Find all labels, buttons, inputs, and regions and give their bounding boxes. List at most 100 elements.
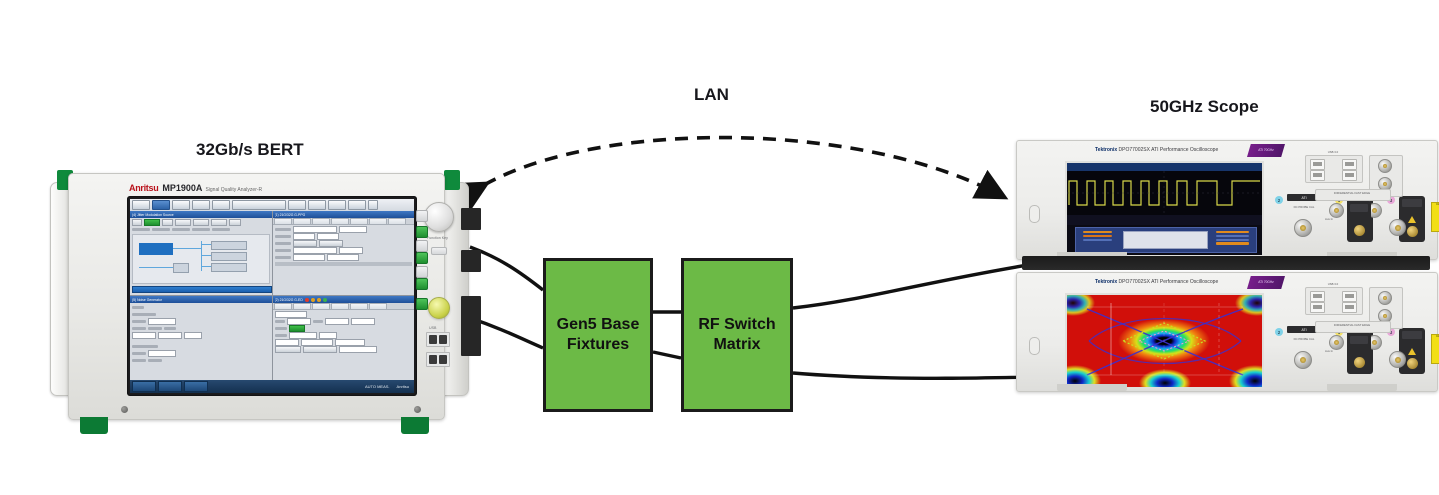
panel-ed-result[interactable]: (2) 21G/32G G-ED xyxy=(272,296,414,380)
module-led-green-3[interactable] xyxy=(416,278,428,290)
block-rf-switch-matrix[interactable]: RF Switch Matrix xyxy=(681,258,793,412)
diff-panel-label: DIFFERENTIAL FAST EDGE xyxy=(1333,323,1371,327)
instrument-scope-bottom[interactable]: Tektronix DPO77002SX ATI Performance Osc… xyxy=(1016,272,1439,392)
channel-badge-2[interactable]: 2 xyxy=(1275,196,1283,204)
module-slot-2[interactable] xyxy=(416,240,428,252)
aux-probe-connector[interactable] xyxy=(1347,333,1371,373)
field-button[interactable] xyxy=(162,219,173,226)
tab-capture[interactable] xyxy=(349,303,368,309)
field-button[interactable] xyxy=(211,219,227,226)
toolbar-button[interactable] xyxy=(172,200,190,210)
aux-io-panel[interactable] xyxy=(1369,287,1403,329)
help-button[interactable] xyxy=(368,200,378,210)
toolbar-button[interactable] xyxy=(288,200,306,210)
aux-bnc-connector[interactable] xyxy=(1389,219,1406,236)
ati-input-connector[interactable] xyxy=(1294,219,1312,237)
field-button[interactable] xyxy=(132,219,142,226)
toolbar-button[interactable] xyxy=(152,200,170,210)
probe-connector-ch3[interactable] xyxy=(1399,196,1425,242)
toolbar-button[interactable] xyxy=(348,200,366,210)
caution-label: CAUTION xyxy=(1431,334,1439,364)
tab-pattern[interactable] xyxy=(311,218,330,224)
rear-port-2 xyxy=(461,250,481,272)
gen5-line1: Gen5 Base xyxy=(556,316,640,334)
ati-caption: DC PROBE CAL xyxy=(1293,337,1315,341)
scope-top-power-button[interactable] xyxy=(1029,205,1040,223)
aux-bnc-connector[interactable] xyxy=(1389,351,1406,368)
bert-app-toolbar[interactable] xyxy=(130,199,414,212)
tab-emphasis[interactable] xyxy=(292,218,311,224)
ati-connector-label: ATI xyxy=(1287,326,1321,333)
tab-misc2[interactable] xyxy=(387,218,406,224)
waveform-trace xyxy=(1067,171,1262,215)
tab-result[interactable] xyxy=(273,303,292,309)
scope-bottom-badge: ATI 70GHz xyxy=(1247,276,1285,289)
toolbar-button[interactable] xyxy=(308,200,326,210)
tab-measurement[interactable] xyxy=(292,303,311,309)
field-button[interactable] xyxy=(193,219,209,226)
bert-screen[interactable]: (4) Jitter Modulation Source xyxy=(130,199,414,393)
toolbar-button[interactable] xyxy=(132,200,150,210)
scope-bottom-display[interactable] xyxy=(1065,293,1264,389)
scope-bottom-subtitle: ATI Performance Oscilloscope xyxy=(1151,279,1219,285)
status-button[interactable] xyxy=(132,381,156,392)
usb-panel-label: USB 3.0 xyxy=(1327,282,1339,286)
tab-misc1[interactable] xyxy=(368,218,387,224)
diff-panel-label: DIFFERENTIAL FAST EDGE xyxy=(1333,191,1371,195)
power-button[interactable] xyxy=(428,297,450,319)
status-button[interactable] xyxy=(158,381,182,392)
diagram-node-pll xyxy=(173,263,189,273)
status-button[interactable] xyxy=(184,381,208,392)
tab-input[interactable] xyxy=(330,303,349,309)
diagram-node-sub-rate-clock xyxy=(211,263,247,272)
field-button[interactable] xyxy=(229,219,241,226)
usb-port-pair-bottom[interactable] xyxy=(426,352,450,367)
status-chip-on xyxy=(144,219,160,226)
toolbar-button[interactable] xyxy=(328,200,346,210)
channel-badge-3[interactable]: 3 xyxy=(1387,328,1395,336)
tab-output[interactable] xyxy=(273,218,292,224)
panel-titlebar: (2) 21G/32G G-ED xyxy=(272,296,414,303)
rear-port-3 xyxy=(461,296,481,356)
instrument-scope-top[interactable]: Tektronix DPO77002SX ATI Performance Osc… xyxy=(1016,140,1439,260)
aux-probe-connector[interactable] xyxy=(1347,201,1371,241)
rotary-knob[interactable] xyxy=(424,202,454,232)
channel-badge-2[interactable]: 2 xyxy=(1275,328,1283,336)
scope-top-display[interactable] xyxy=(1065,161,1264,257)
usb-panel[interactable] xyxy=(1305,287,1363,315)
module-led-green-4[interactable] xyxy=(416,298,428,310)
panel-jitter-modulation-source[interactable]: (4) Jitter Modulation Source xyxy=(130,211,272,295)
status-led-amber xyxy=(310,297,315,302)
panel-tabs[interactable] xyxy=(272,218,414,225)
module-led-green-1[interactable] xyxy=(416,226,428,238)
module-led-green-2[interactable] xyxy=(416,252,428,264)
usb-port-pair-top[interactable] xyxy=(426,332,450,347)
application-selector-button[interactable] xyxy=(232,200,286,210)
tab-error-addition[interactable] xyxy=(330,218,349,224)
function-key-button[interactable] xyxy=(431,247,447,255)
field-button[interactable] xyxy=(175,219,191,226)
scope-bottom-branding: Tektronix DPO77002SX ATI Performance Osc… xyxy=(1095,279,1218,285)
toolbar-button[interactable] xyxy=(192,200,210,210)
module-slot-3[interactable] xyxy=(416,266,428,278)
block-gen5-base-fixtures[interactable]: Gen5 Base Fixtures xyxy=(543,258,653,412)
probe-connector-ch3[interactable] xyxy=(1399,328,1425,374)
tab-pattern[interactable] xyxy=(311,303,330,309)
panel-titlebar: (5) Noise Generator xyxy=(130,296,272,303)
diff-positive-connector[interactable] xyxy=(1329,335,1344,350)
usb-label: USB xyxy=(429,326,437,330)
tab-pre-code[interactable] xyxy=(349,218,368,224)
ati-input-connector[interactable] xyxy=(1294,351,1312,369)
usb-panel[interactable] xyxy=(1305,155,1363,183)
panel-noise-generator[interactable]: (5) Noise Generator xyxy=(130,296,272,380)
tab-misc[interactable] xyxy=(368,303,387,309)
panel-tabs[interactable] xyxy=(272,303,414,310)
diff-positive-connector[interactable] xyxy=(1329,203,1344,218)
display-setup-dialog[interactable] xyxy=(1075,227,1257,253)
toolbar-button[interactable] xyxy=(212,200,230,210)
channel-badge-3[interactable]: 3 xyxy=(1387,196,1395,204)
panel-ppg-output[interactable]: (1) 21G/32G G-PPG xyxy=(272,211,414,295)
scope-bottom-power-button[interactable] xyxy=(1029,337,1040,355)
module-slot-1[interactable] xyxy=(416,210,428,222)
